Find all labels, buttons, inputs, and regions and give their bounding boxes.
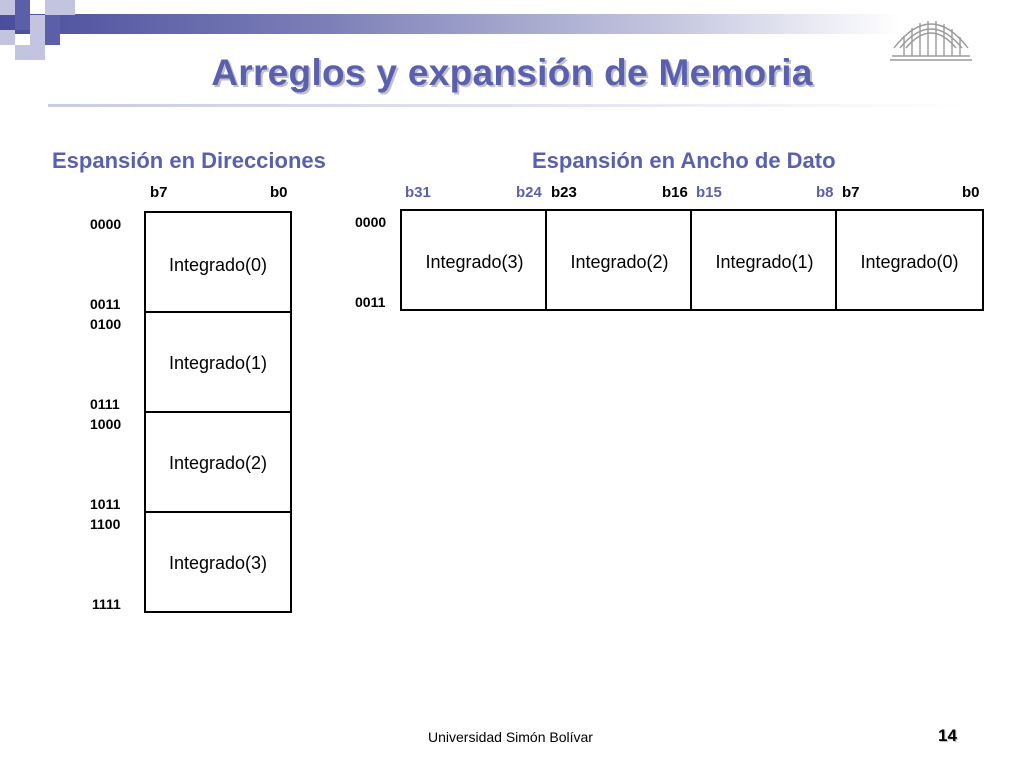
decor-square [15,0,30,15]
bit-label-b7: b7 [842,184,860,201]
memory-block-3: Integrado(3) [146,513,290,611]
bit-label-b23: b23 [551,184,577,201]
bit-label-b24: b24 [516,184,542,201]
left-bit-high-label: b7 [150,184,168,201]
footer-institution: Universidad Simón Bolívar [428,729,593,745]
memory-column-label: Integrado(0) [860,252,959,272]
bit-label-b31: b31 [405,184,431,201]
address-label: 1100 [90,516,121,532]
left-bit-low-label: b0 [270,184,288,201]
decor-square [30,15,45,30]
memory-column-label: Integrado(2) [570,252,669,272]
data-width-expansion-memory-map: Integrado(3) Integrado(2) Integrado(1) I… [400,209,984,311]
address-label: 1111 [92,596,121,612]
address-label: 0000 [90,216,122,232]
memory-block-2: Integrado(2) [146,413,290,513]
decor-square [30,30,45,45]
address-label: 0000 [355,214,387,230]
memory-column-3: Integrado(3) [402,211,547,309]
address-expansion-memory-map: Integrado(0) Integrado(1) Integrado(2) I… [144,211,292,613]
address-label: 1011 [90,496,121,512]
bit-label-b0: b0 [962,184,980,201]
memory-block-label: Integrado(1) [168,353,268,373]
memory-block-label: Integrado(0) [168,255,268,275]
memory-column-1: Integrado(1) [692,211,837,309]
decor-square [45,0,60,15]
bit-label-b16: b16 [662,184,688,201]
decor-square [45,30,60,45]
memory-block-1: Integrado(1) [146,313,290,413]
address-expansion-heading: Espansión en Direcciones [52,148,326,173]
bit-label-b15: b15 [696,184,722,201]
decor-square [45,15,60,30]
data-width-expansion-heading: Espansión en Ancho de Dato [532,148,836,173]
address-label: 0011 [355,294,386,310]
address-label: 0011 [90,296,121,312]
header-divider [48,104,968,107]
decor-square [15,15,30,30]
header-gradient-bar [0,14,900,34]
decor-square [30,45,45,60]
decor-square [15,45,30,60]
address-label: 1000 [90,416,122,432]
university-logo-icon [890,21,972,61]
memory-block-label: Integrado(3) [168,553,268,573]
memory-block-label: Integrado(2) [168,453,268,473]
bit-label-b8: b8 [816,184,834,201]
decor-square [0,0,15,15]
address-label: 0111 [90,396,120,412]
memory-block-0: Integrado(0) [146,213,290,313]
memory-column-2: Integrado(2) [547,211,692,309]
address-label: 0100 [90,316,122,332]
decor-square [60,0,75,15]
memory-column-label: Integrado(1) [715,252,814,272]
page-number: 14 [938,726,957,745]
memory-column-0: Integrado(0) [837,211,982,309]
page-title: Arreglos y expansión de Memoria [211,52,813,93]
decor-square [0,30,15,45]
memory-column-label: Integrado(3) [425,252,524,272]
